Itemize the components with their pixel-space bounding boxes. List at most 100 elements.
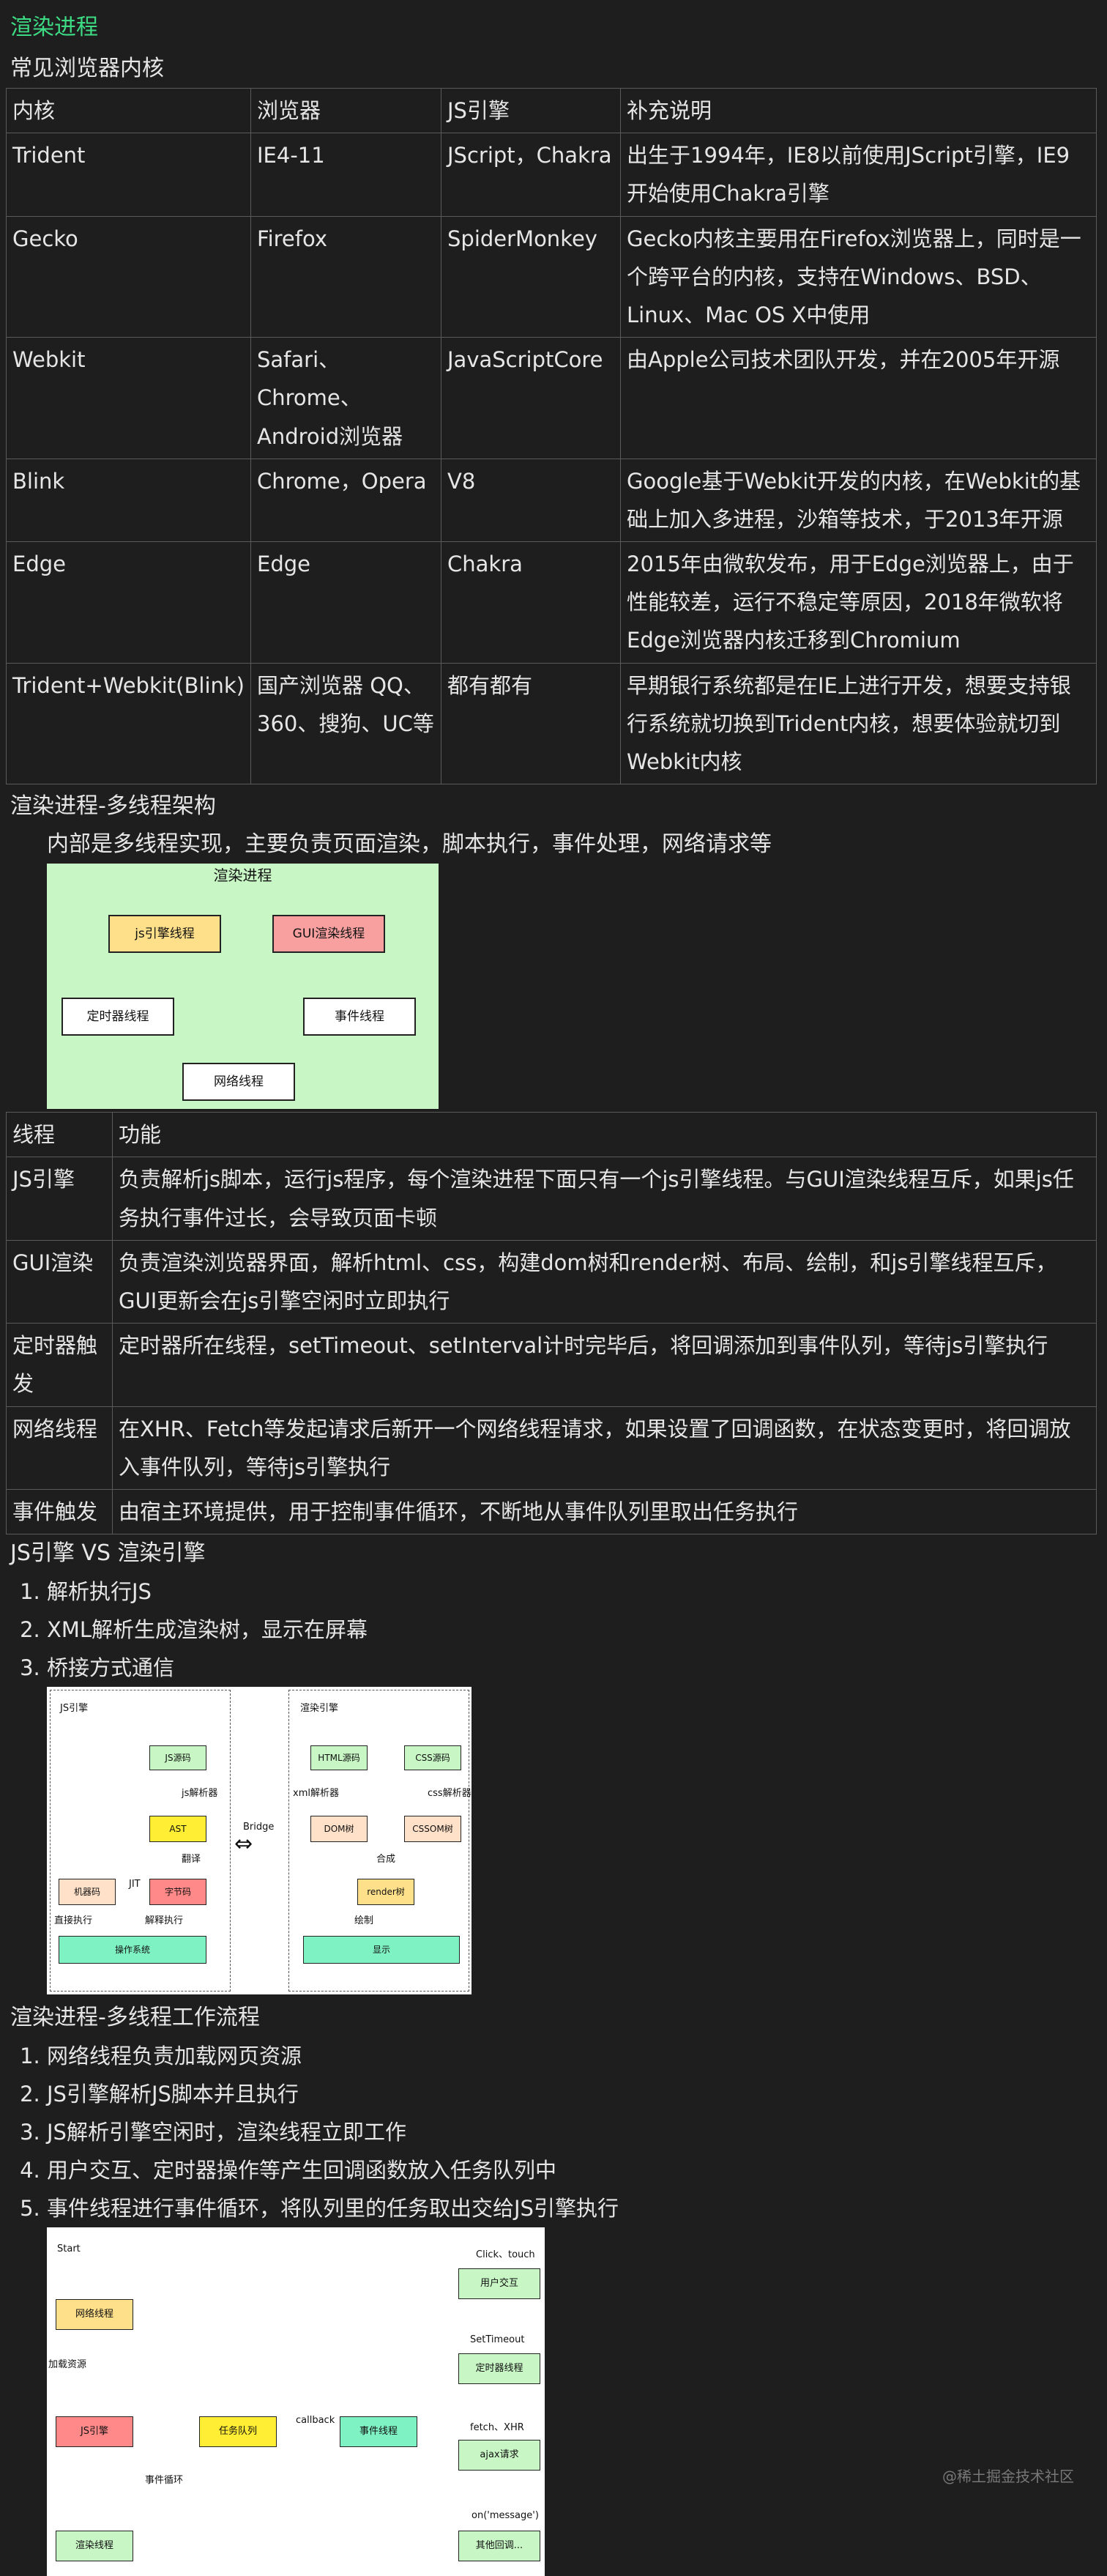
css-source-box: CSS源码	[404, 1745, 461, 1771]
table-row: 事件触发 由宿主环境提供，用于控制事件循环，不断地从事件队列里取出任务执行	[6, 1488, 1097, 1535]
html-source-box: HTML源码	[310, 1745, 368, 1771]
timer-thread-box: 定时器线程	[458, 2353, 540, 2385]
table-cell: SpiderMonkey	[441, 215, 621, 338]
table-cell: 定时器所在线程，setTimeout、setInterval计时完毕后，将回调添…	[112, 1323, 1097, 1407]
table-cell: 在XHR、Fetch等发起请求后新开一个网络线程请求，如果设置了回调函数，在状态…	[112, 1406, 1097, 1490]
interp-exec-label: 解释执行	[145, 1915, 184, 1927]
css-parser-label: css解析器	[428, 1788, 471, 1800]
table-cell: V8	[441, 458, 621, 543]
os-box: 操作系统	[59, 1936, 206, 1964]
table-cell: JavaScriptCore	[441, 337, 621, 459]
machine-code-box: 机器码	[59, 1879, 116, 1906]
section1-title: 渲染进程	[10, 15, 98, 40]
table-cell: Google基于Webkit开发的内核，在Webkit的基础上加入多进程，沙箱等…	[620, 458, 1097, 543]
table-cell: Gecko内核主要用在Firefox浏览器上，同时是一个跨平台的内核，支持在Wi…	[620, 215, 1097, 338]
table-cell: Trident+Webkit(Blink)	[6, 662, 251, 785]
watermark: @稀土掘金技术社区	[942, 2468, 1074, 2485]
engine-diagram: JS引擎 渲染引擎 JS源码 js解析器 AST 翻译 字节码 JIT 机器码 …	[47, 1687, 471, 1995]
table-header: 功能	[112, 1112, 1097, 1158]
table-row: 网络线程 在XHR、Fetch等发起请求后新开一个网络线程请求，如果设置了回调函…	[6, 1406, 1097, 1490]
section4-list: 网络线程负责加载网页资源 JS引擎解析JS脚本并且执行 JS解析引擎空闲时，渲染…	[10, 2037, 1100, 2227]
task-queue-box: 任务队列	[199, 2416, 277, 2448]
render-tree-box: render树	[357, 1879, 414, 1906]
table-row: Blink Chrome，Opera V8 Google基于Webkit开发的内…	[6, 458, 1097, 543]
section4-title: 渲染进程-多线程工作流程	[10, 2005, 260, 2031]
table-cell: Blink	[6, 458, 251, 543]
table-cell: Edge	[6, 541, 251, 664]
table-cell: 出生于1994年，IE8以前使用JScript引擎，IE9开始使用Chakra引…	[620, 133, 1097, 217]
click-label: Click、touch	[476, 2249, 535, 2261]
table-row: GUI渲染 负责渲染浏览器界面，解析html、css，构建dom树和render…	[6, 1239, 1097, 1324]
table-cell: 都有都有	[441, 662, 621, 785]
section1-subtitle: 常见浏览器内核	[10, 56, 164, 81]
section3-list: 解析执行JS XML解析生成渲染树，显示在屏幕 桥接方式通信	[10, 1573, 1100, 1687]
fetch-label: fetch、XHR	[470, 2422, 524, 2434]
js-source-box: JS源码	[149, 1745, 206, 1771]
section3-title: JS引擎 VS 渲染引擎	[10, 1540, 206, 1567]
xml-parser-label: xml解析器	[293, 1788, 339, 1800]
merge-label: 合成	[376, 1854, 396, 1866]
table-row: 定时器触发 定时器所在线程，setTimeout、setInterval计时完毕…	[6, 1323, 1097, 1407]
section2-desc: 内部是多线程实现，主要负责页面渲染，脚本执行，事件处理，网络请求等	[47, 831, 772, 858]
table-cell: Chrome，Opera	[250, 458, 441, 543]
js-engine-panel	[50, 1690, 231, 1992]
start-label: Start	[57, 2243, 81, 2255]
thread-table: 线程 功能 JS引擎 负责解析js脚本，运行js程序，每个渲染进程下面只有一个j…	[6, 1112, 1097, 1535]
network-thread-box: 网络线程	[182, 1063, 295, 1102]
architecture-diagram: 渲染进程 js引擎线程 GUI渲染线程 定时器线程 事件线程 网络线程	[47, 864, 439, 1110]
table-header: 浏览器	[250, 87, 441, 134]
table-cell: Safari、Chrome、Android浏览器	[250, 337, 441, 459]
list-item: 桥接方式通信	[47, 1649, 1100, 1687]
table-cell: JS引擎	[6, 1157, 113, 1241]
timer-thread-box: 定时器线程	[61, 998, 174, 1036]
table-cell: Firefox	[250, 215, 441, 338]
list-item: 用户交互、定时器操作等产生回调函数放入任务队列中	[47, 2151, 1100, 2189]
render-engine-label: 渲染引擎	[300, 1703, 339, 1715]
table-cell: IE4-11	[250, 133, 441, 217]
jit-label: JIT	[129, 1879, 141, 1890]
table-row: Gecko Firefox SpiderMonkey Gecko内核主要用在Fi…	[6, 215, 1097, 338]
js-parser-label: js解析器	[182, 1788, 218, 1800]
table-header: 线程	[6, 1112, 113, 1158]
js-engine-box: JS引擎	[56, 2416, 133, 2448]
table-cell: 定时器触发	[6, 1323, 113, 1407]
list-item: 网络线程负责加载网页资源	[47, 2037, 1100, 2075]
kernel-table: 内核 浏览器 JS引擎 补充说明 Trident IE4-11 JScript，…	[6, 87, 1097, 785]
table-cell: GUI渲染	[6, 1239, 113, 1324]
table-cell: Trident	[6, 133, 251, 217]
table-cell: Chakra	[441, 541, 621, 664]
load-resource-label: 加载资源	[48, 2359, 87, 2371]
dom-tree-box: DOM树	[310, 1816, 368, 1843]
onmessage-label: on('message')	[471, 2510, 539, 2522]
table-row: Trident+Webkit(Blink) 国产浏览器 QQ、360、搜狗、UC…	[6, 662, 1097, 785]
event-thread-box: 事件线程	[303, 998, 416, 1036]
diagram-title: 渲染进程	[213, 866, 272, 885]
list-item: JS解析引擎空闲时，渲染线程立即工作	[47, 2113, 1100, 2151]
settimeout-label: SetTimeout	[470, 2334, 525, 2346]
bytecode-box: 字节码	[149, 1879, 206, 1906]
workflow-diagram: Start 网络线程 加载资源 JS引擎 任务队列 callback 事件线程 …	[47, 2227, 545, 2576]
table-cell: 国产浏览器 QQ、360、搜狗、UC等	[250, 662, 441, 785]
table-row: Webkit Safari、Chrome、Android浏览器 JavaScri…	[6, 337, 1097, 459]
user-interaction-box: 用户交互	[458, 2268, 540, 2300]
table-cell: 2015年由微软发布，用于Edge浏览器上，由于性能较差，运行不稳定等原因，20…	[620, 541, 1097, 664]
table-cell: 由Apple公司技术团队开发，并在2005年开源	[620, 337, 1097, 459]
table-header: JS引擎	[441, 87, 621, 134]
table-header: 补充说明	[620, 87, 1097, 134]
draw-label: 绘制	[354, 1915, 374, 1927]
event-loop-label: 事件循环	[145, 2475, 184, 2487]
list-item: XML解析生成渲染树，显示在屏幕	[47, 1611, 1100, 1649]
table-cell: Gecko	[6, 215, 251, 338]
table-cell: JScript，Chakra	[441, 133, 621, 217]
translate-label: 翻译	[182, 1854, 201, 1866]
render-thread-box: 渲染线程	[56, 2531, 133, 2562]
table-cell: 由宿主环境提供，用于控制事件循环，不断地从事件队列里取出任务执行	[112, 1488, 1097, 1535]
section2-title: 渲染进程-多线程架构	[10, 793, 216, 820]
table-row: Edge Edge Chakra 2015年由微软发布，用于Edge浏览器上，由…	[6, 541, 1097, 664]
list-item: JS引擎解析JS脚本并且执行	[47, 2075, 1100, 2113]
js-engine-thread-box: js引擎线程	[108, 915, 221, 954]
table-cell: Webkit	[6, 337, 251, 459]
list-item: 解析执行JS	[47, 1573, 1100, 1611]
js-engine-label: JS引擎	[60, 1703, 89, 1715]
